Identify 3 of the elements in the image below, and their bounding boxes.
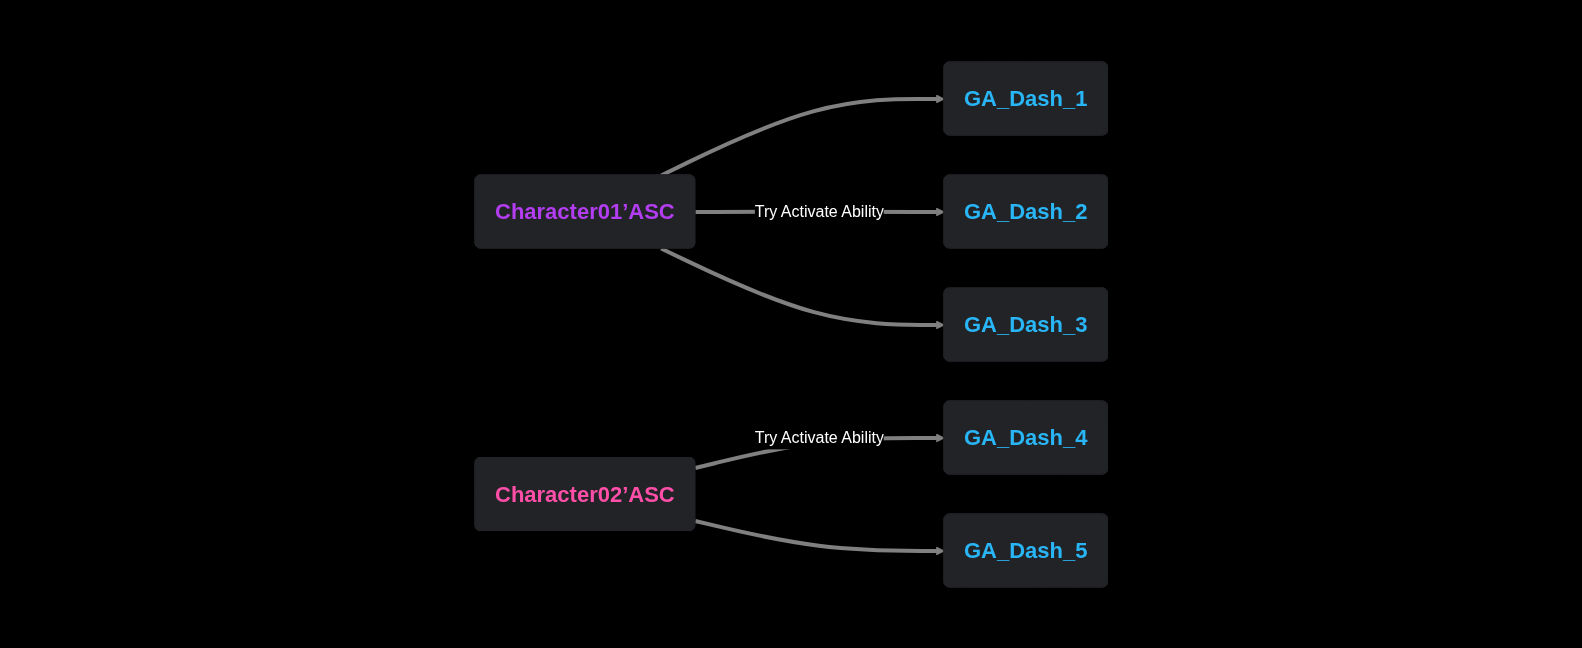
arrow <box>694 518 945 555</box>
edge-label: Try Activate Ability <box>754 428 884 445</box>
arrow <box>660 246 945 329</box>
